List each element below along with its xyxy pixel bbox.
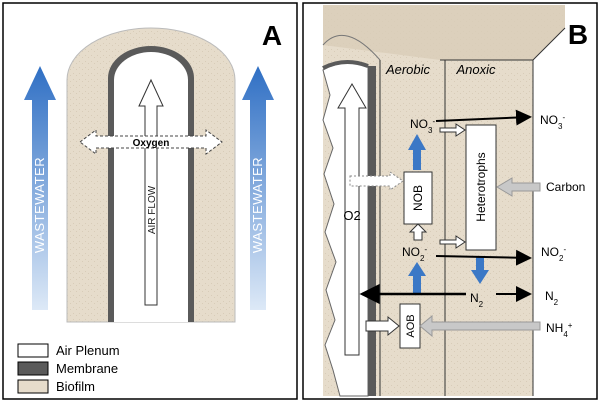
carbon-label: Carbon [546, 180, 585, 194]
wastewater-label-left: WASTEWATER [32, 157, 47, 253]
o2-arrow [337, 83, 367, 356]
o2-label: O2 [343, 208, 360, 223]
panel-a-letter: A [262, 20, 282, 51]
no2-to-nob-arrow [408, 223, 428, 241]
heterotrophs-box [465, 124, 497, 251]
legend: Air Plenum Membrane Biofilm [17, 343, 120, 394]
o2-to-nob-arrow [349, 171, 404, 191]
legend-label-biofilm: Biofilm [56, 379, 95, 394]
no2-to-heterotrophs-arrow [439, 235, 466, 249]
fiber-cross-section: AIR FLOW Oxygen [66, 27, 236, 323]
wastewater-arrow-right: WASTEWATER [242, 66, 274, 310]
legend-swatch-membrane [17, 361, 49, 376]
legend-label-air-plenum: Air Plenum [56, 343, 120, 358]
biofilm-region [323, 5, 565, 396]
membrane-b [368, 66, 376, 396]
no2-out-arrow [435, 249, 532, 266]
aob-label: AOB [405, 314, 417, 337]
panel-a: A WASTEWATER WASTEWATER AIR FLOW Oxygen … [2, 2, 298, 400]
nob-box [403, 171, 433, 225]
nh4-arrow [419, 314, 541, 338]
legend-label-membrane: Membrane [56, 361, 118, 376]
o2-to-aob-arrow [365, 315, 400, 337]
oxygen-label: Oxygen [133, 138, 170, 149]
heterotrophs-label: Heterotrophs [474, 152, 488, 221]
biofilm-top [323, 5, 565, 60]
zone-anoxic-label: Anoxic [455, 62, 496, 77]
air-flow-label: AIR FLOW [147, 185, 158, 234]
nob-label: NOB [411, 185, 425, 211]
legend-swatch-air-plenum [17, 343, 49, 358]
wastewater-arrow-left: WASTEWATER [24, 66, 56, 310]
no3-to-heterotrophs-arrow [439, 123, 466, 137]
panel-b: B Aerobic Anoxic O2 NOB AOB Heterotrophs [302, 2, 598, 400]
panel-b-letter: B [568, 19, 588, 50]
oxygen-arrow [79, 129, 223, 155]
zone-aerobic-label: Aerobic [385, 62, 431, 77]
nob-to-no3-arrow [408, 134, 426, 170]
legend-swatch-biofilm [17, 379, 49, 394]
heterotrophs-to-n2-arrow [471, 256, 489, 284]
carbon-arrow [496, 177, 541, 197]
no3-out-arrow [435, 109, 532, 126]
wastewater-label-right: WASTEWATER [250, 157, 265, 253]
aob-to-no2-arrow [408, 262, 426, 294]
